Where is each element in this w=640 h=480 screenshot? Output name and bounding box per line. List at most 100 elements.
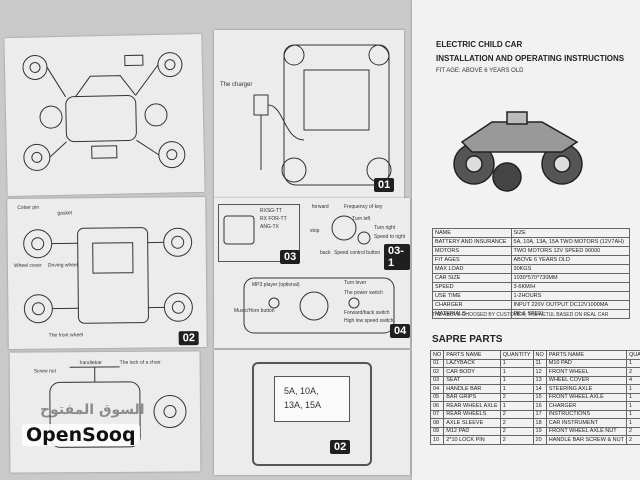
table-cell: 07 — [429, 409, 445, 419]
table-cell: 2 — [499, 426, 534, 436]
fuse-label-plate — [274, 376, 350, 422]
label-cotter-pin: Cotter pin — [17, 204, 40, 211]
header-cell: NO — [429, 350, 445, 360]
table-cell: M12 PAD — [443, 426, 501, 436]
fuse-box — [252, 362, 372, 466]
table-cell: INSTRUCTIONS — [545, 409, 627, 419]
table-cell: 1 — [499, 375, 534, 385]
fuse-line-2: 13A, 15A — [284, 400, 322, 410]
label-driving-wheel: Driving wheel — [47, 262, 78, 269]
table-cell: CAR INSTRUMENT — [545, 418, 627, 428]
label-power-switch: The power switch — [344, 290, 383, 296]
label-wheel-cover: Wheel cover — [13, 262, 42, 269]
table-cell: 19 — [532, 426, 547, 436]
table-cell: WHEEL COVER — [545, 375, 627, 385]
table-cell: 12 — [532, 367, 547, 377]
table-cell: 09 — [429, 426, 445, 436]
panel-03-frame — [218, 204, 300, 262]
atv-illustration — [453, 111, 583, 192]
table-cell: 06 — [429, 401, 445, 411]
table-cell: HANDLE BAR — [443, 384, 501, 394]
table-cell: 18 — [532, 418, 547, 428]
label-speed-right: Speed to right — [374, 234, 406, 240]
table-cell: MAX LOAD — [432, 264, 512, 274]
table-cell: 1030*570*730MM — [510, 273, 631, 283]
label-forward-back: Forward/back switch — [344, 310, 390, 316]
table-cell: FRONT WHEEL — [545, 367, 627, 377]
step-badge-02b: 02 — [330, 440, 351, 454]
table-cell: 1 — [499, 401, 534, 411]
header-cell: PARTS NAME — [443, 350, 501, 360]
table-cell: 1 — [625, 401, 640, 411]
table-cell: 1 — [625, 384, 640, 394]
table-cell: AXLE SLEEVE — [443, 418, 501, 428]
table-cell: MOTORS — [432, 246, 512, 256]
code-3: ANG-TX — [260, 224, 279, 230]
label-handlebar: handlebar — [79, 360, 102, 367]
table-cell: 4 — [625, 375, 640, 385]
label-charger: The charger — [220, 82, 253, 88]
table-cell: FRONT WHEEL AXLE — [545, 392, 627, 402]
table-cell: 01 — [429, 358, 445, 368]
table-cell: CAR SIZE — [432, 273, 512, 283]
charger-page: The charger 01 — [214, 30, 404, 198]
table-cell: 3-6KM/H — [510, 282, 631, 292]
table-cell: 1 — [625, 392, 640, 402]
table-cell: 30KGS — [510, 264, 631, 274]
handlebar-diagram — [49, 366, 187, 448]
table-cell: 11 — [532, 358, 547, 368]
table-cell: 1 — [499, 367, 534, 377]
table-cell: 16 — [532, 401, 547, 411]
table-cell: 1 — [625, 409, 640, 419]
label-turn-lever: Turn lever — [344, 280, 367, 286]
header-cell: QUANTITY — [625, 350, 640, 360]
label-turn-right: Turn right — [374, 225, 396, 231]
label-music-horn: Music/Horn button — [234, 308, 275, 314]
table-cell: NAME — [432, 228, 512, 238]
label-forward: forward — [312, 204, 329, 210]
table-cell: INPUT 220V OUTPUT DC12V1000MA — [510, 300, 631, 310]
opensooq-logo: OpenSooq — [22, 424, 140, 446]
table-cell: 08 — [429, 418, 445, 428]
wheel-install-diagram — [23, 227, 193, 324]
controls-page: RXSG-TT RX FOR-TT ANG-TX 03 forward Freq… — [214, 198, 411, 348]
wheel-install-page: Cotter pin gasket Wheel cover Driving wh… — [7, 196, 207, 350]
code-1: RXSG-TT — [260, 208, 282, 214]
label-chair-lock: The lock of a chair — [119, 359, 161, 366]
table-cell: CAR BODY — [443, 367, 501, 377]
table-cell: REAR WHEELS — [443, 409, 501, 419]
table-cell: CHARGER — [545, 401, 627, 411]
table-cell: M10 PAD — [545, 358, 627, 368]
table-cell: 1 — [625, 418, 640, 428]
label-screw-nut: Screw nut — [33, 368, 56, 375]
table-cell: 05 — [429, 392, 445, 402]
table-cell: 5A, 10A, 13A, 15A TWO MOTORS (12V7AH) — [510, 237, 631, 247]
exploded-diagram — [22, 52, 186, 171]
table-cell: SIZE — [510, 228, 631, 238]
table-cell: 13 — [532, 375, 547, 385]
handlebar-install-page: handlebar Screw nut The lock of a chair — [9, 351, 201, 473]
table-cell: 1-2HOURS — [510, 291, 631, 301]
table-cell: ABOVE 6 YEARS OLD — [510, 255, 631, 265]
label-front-wheel: The front wheel — [48, 332, 84, 339]
label-gasket: gasket — [57, 210, 73, 217]
step-badge-01: 01 — [374, 178, 395, 192]
table-cell: CHARGER — [432, 300, 512, 310]
table-cell: 2 — [499, 418, 534, 428]
table-cell: 15 — [532, 392, 547, 402]
table-cell: BATTERY AND INSURANCE — [432, 237, 512, 247]
step-badge-04: 04 — [390, 324, 411, 338]
manual-title-1: ELECTRIC CHILD CAR — [436, 40, 523, 49]
